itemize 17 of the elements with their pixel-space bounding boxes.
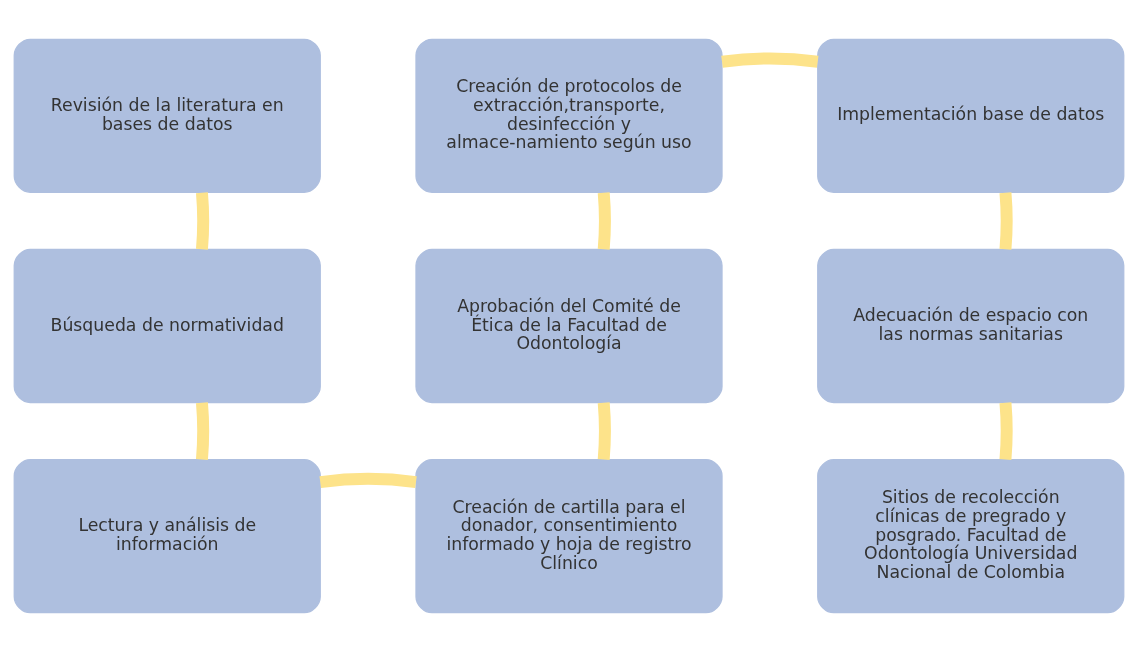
connector — [319, 472, 417, 488]
node-box: Sitios de recolección clínicas de pregrado y posgrado. Facultad de Odontología Universidad Nacional de Colombia — [817, 458, 1125, 613]
connector — [721, 51, 819, 68]
node-box: Lectura y análisis de información — [13, 458, 321, 613]
connector — [999, 191, 1013, 250]
connector — [999, 401, 1013, 460]
node-box: Creación de cartilla para el donador, consentimiento informado y hoja de registro Clínico — [415, 458, 723, 613]
node-box: Implementación base de datos — [817, 38, 1125, 193]
node-box: Adecuación de espacio con las normas sanitarias — [817, 248, 1125, 403]
connector — [597, 191, 611, 250]
connector — [196, 401, 210, 460]
connector — [597, 401, 611, 460]
connector — [196, 191, 210, 250]
node-box: Revisión de la literatura en bases de datos — [13, 38, 321, 193]
node-box: Búsqueda de normatividad — [13, 248, 321, 403]
node-box: Aprobación del Comité de Ética de la Facultad de Odontología — [415, 248, 723, 403]
node-box: Creación de protocolos de extracción,transporte, desinfección y almace-namiento según uso — [415, 38, 723, 193]
